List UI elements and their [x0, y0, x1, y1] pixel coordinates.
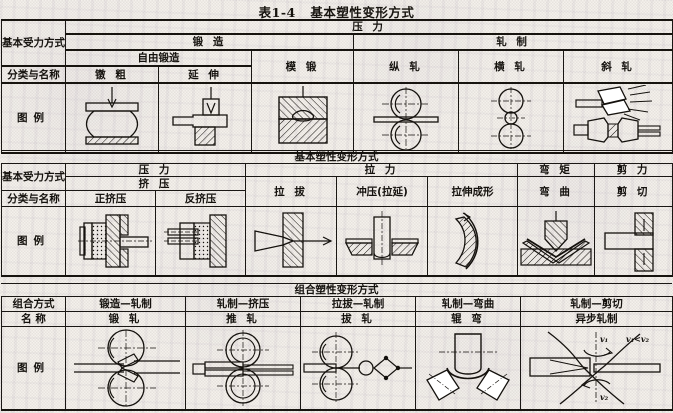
banner-section-2: 基本塑性变形方式	[1, 149, 672, 165]
method-skew-rolling: 斜 轧	[562, 49, 673, 84]
method-wire-drawing: 拉 拔	[245, 176, 337, 208]
figure-asymmetric-rolling: v₁ v₁<v₂ v₂	[520, 326, 673, 411]
label-force-mode-1: 基本受力方式	[1, 18, 66, 67]
row-force-mode-2: 基本受力方式 压 力 拉 力 弯 矩 剪 力	[1, 162, 673, 192]
label-classification-1: 分类与名称	[1, 65, 66, 84]
force-group-tension: 拉 力	[244, 162, 519, 178]
banner-section-3-wrap: 组合塑性变形方式	[1, 282, 672, 298]
label-v-relation: v₁<v₂	[626, 334, 650, 344]
row-figures-2: 图例	[1, 206, 673, 278]
figure-roll-forging	[65, 326, 186, 411]
subgroup-free-forging: 自由锻造	[65, 49, 252, 67]
figure-skew-rolling	[562, 82, 673, 155]
row-figures-1: 图例	[1, 82, 673, 155]
method-die-forging: 模 锻	[251, 49, 354, 84]
combination-name-1: 锻 轧	[65, 311, 186, 327]
method-deep-drawing: 冲压(拉延)	[336, 176, 428, 208]
figure-longitudinal-rolling	[353, 82, 459, 155]
combination-mode-3: 拉拔—轧制	[300, 296, 416, 312]
figure-shearing	[594, 206, 673, 278]
banner-section-2-wrap: 基本塑性变形方式	[1, 149, 672, 165]
row-methods-1: 分类与名称 镦 粗 延 伸	[1, 65, 673, 84]
combination-name-3: 拔 轧	[300, 311, 416, 327]
figure-push-rolling	[185, 326, 301, 411]
combination-name-5: 异步轧制	[520, 311, 673, 327]
figure-forward-extrusion	[65, 206, 156, 278]
process-group-forging: 锻 造	[65, 33, 354, 51]
table-section-2: 基本受力方式 压 力 拉 力 弯 矩 剪 力 挤 压 拉 拔 冲压(拉延) 拉伸…	[1, 162, 673, 278]
label-v1: v₁	[600, 334, 608, 344]
method-forward-extrusion: 正挤压	[65, 190, 156, 208]
combination-mode-2: 轧制—挤压	[185, 296, 301, 312]
table-title-text: 基本塑性变形方式	[310, 5, 415, 20]
table-section-1: 基本受力方式 压 力 锻 造 轧 制 自由锻造 模 锻 纵 轧 横 轧 斜 轧 …	[1, 18, 673, 155]
row-process-groups-1: 锻 造 轧 制	[2, 33, 673, 51]
row-subgroups-2: 挤 压 拉 拔 冲压(拉延) 拉伸成形 弯 曲 剪 切	[2, 176, 673, 208]
figure-wire-drawing	[245, 206, 337, 278]
combination-mode-5: 轧制—剪切	[520, 296, 673, 312]
label-illustration-1: 图例	[1, 82, 66, 155]
table-section-3: 组合方式 锻造—轧制 轧制—挤压 拉拔—轧制 轧制—弯曲 轧制—剪切 名 称 锻…	[1, 296, 673, 411]
combination-name-2: 推 轧	[185, 311, 301, 327]
label-v2: v₂	[600, 392, 609, 402]
label-combination-mode: 组合方式	[1, 296, 66, 312]
force-group-bending-moment: 弯 矩	[517, 162, 596, 178]
subgroup-extrusion: 挤 压	[65, 176, 246, 192]
process-group-rolling: 轧 制	[352, 33, 673, 51]
combination-mode-1: 锻造—轧制	[65, 296, 186, 312]
method-transverse-rolling: 横 轧	[458, 49, 564, 84]
row-subgroups-1: 自由锻造 模 锻 纵 轧 横 轧 斜 轧	[2, 49, 673, 84]
label-force-mode-2: 基本受力方式	[1, 162, 66, 192]
method-drawing-out: 延 伸	[158, 65, 252, 84]
figure-upsetting	[65, 82, 159, 155]
figure-backward-extrusion	[155, 206, 246, 278]
row-combination-modes: 组合方式 锻造—轧制 轧制—挤压 拉拔—轧制 轧制—弯曲 轧制—剪切	[1, 296, 673, 312]
method-longitudinal-rolling: 纵 轧	[353, 49, 459, 84]
force-group-pressure-2: 压 力	[65, 162, 246, 178]
method-shearing: 剪 切	[594, 176, 673, 208]
figure-draw-rolling	[300, 326, 416, 411]
figure-drawing-out	[158, 82, 252, 155]
label-illustration-3: 图例	[1, 326, 66, 411]
row-combination-names: 名 称 锻 轧 推 轧 拔 轧 辊 弯 异步轧制	[1, 311, 673, 327]
method-v-bending: 弯 曲	[517, 176, 596, 208]
row-figures-3: 图例	[1, 326, 673, 411]
figure-stretch-forming	[426, 206, 519, 278]
figure-transverse-rolling	[458, 82, 564, 155]
row-force-mode-1: 基本受力方式 压 力	[1, 18, 673, 67]
table-number: 表1-4	[258, 5, 296, 20]
banner-section-3: 组合塑性变形方式	[1, 282, 672, 298]
figure-v-bending	[517, 206, 596, 278]
figure-deep-drawing	[336, 206, 428, 278]
label-illustration-2: 图例	[1, 206, 66, 278]
figure-die-forging	[251, 82, 354, 155]
figure-roll-bending	[415, 326, 521, 411]
force-group-shear-force: 剪 力	[594, 162, 673, 178]
label-name: 名 称	[1, 311, 66, 327]
method-backward-extrusion: 反挤压	[155, 190, 246, 208]
row-methods-2: 分类与名称 正挤压 反挤压	[1, 190, 673, 208]
label-classification-2: 分类与名称	[1, 190, 66, 208]
combination-name-4: 辊 弯	[415, 311, 521, 327]
method-upsetting: 镦 粗	[65, 65, 159, 84]
combination-mode-4: 轧制—弯曲	[415, 296, 521, 312]
force-group-pressure-1: 压 力	[64, 18, 673, 35]
method-stretch-forming: 拉伸成形	[426, 176, 519, 208]
table-title: 表1-4 基本塑性变形方式	[0, 2, 673, 21]
